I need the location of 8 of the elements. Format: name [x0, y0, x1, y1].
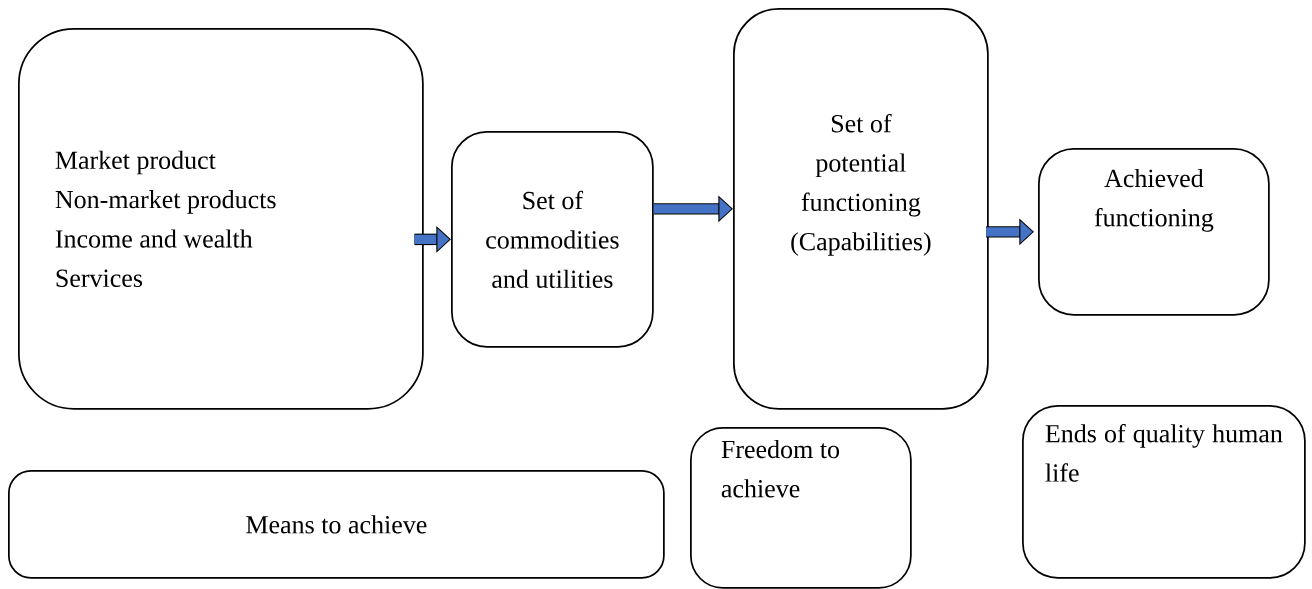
- rounded-box: Achieved functioning: [1038, 148, 1270, 316]
- rounded-box: Set of commodities and utilities: [451, 131, 654, 348]
- rounded-box: Ends of quality human life: [1022, 405, 1306, 579]
- rounded-box: Freedom to achieve: [690, 427, 912, 589]
- rounded-box: Means to achieve: [8, 470, 665, 579]
- block-arrow: [414, 225, 451, 253]
- rounded-box: Set of potential functioning (Capabilities): [733, 8, 989, 410]
- rounded-box: Market product Non-market products Income and wealth Services: [18, 28, 424, 410]
